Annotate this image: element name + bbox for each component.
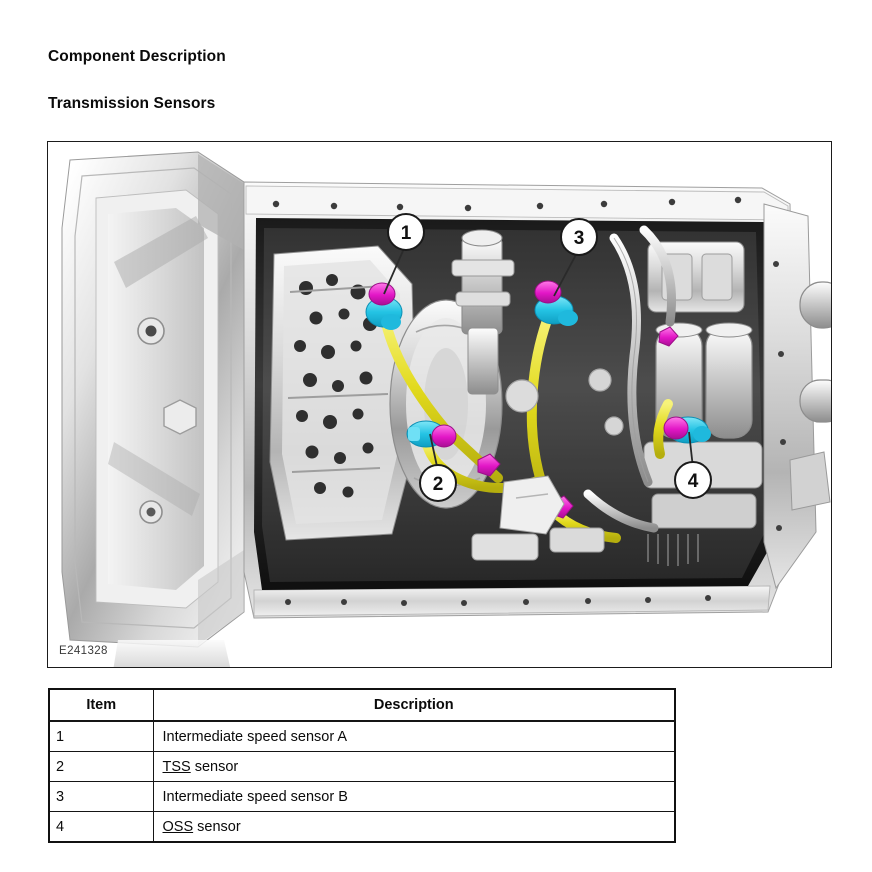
callout-2-label: 2 xyxy=(433,474,444,495)
callout-4: 4 xyxy=(674,431,712,499)
column-header-item: Item xyxy=(48,688,154,722)
row-description: Intermediate speed sensor B xyxy=(152,781,676,812)
table-row: 3 Intermediate speed sensor B xyxy=(48,781,676,812)
row-description: TSS sensor xyxy=(152,751,676,782)
housing-bolt-holes xyxy=(773,261,786,531)
row-item-number: 4 xyxy=(48,811,154,843)
row-description: OSS sensor xyxy=(152,811,676,843)
parts-table-body: 1 Intermediate speed sensor A 2 TSS sens… xyxy=(48,720,676,843)
row-item-number: 3 xyxy=(48,781,154,812)
row-description-text: sensor xyxy=(193,818,241,835)
transmission-diagram-svg: 1 2 3 4 xyxy=(48,142,831,667)
row-description-text: Intermediate speed sensor B xyxy=(162,788,348,805)
section-title: Transmission Sensors xyxy=(48,95,216,112)
bell-housing xyxy=(61,151,245,667)
transmission-diagram-figure: 1 2 3 4 E241328 xyxy=(47,141,832,668)
sensor-oss xyxy=(663,416,711,444)
row-description: Intermediate speed sensor A xyxy=(152,720,676,752)
table-row: 2 TSS sensor xyxy=(48,751,676,782)
callout-4-label: 4 xyxy=(688,471,699,492)
column-header-description: Description xyxy=(152,688,676,722)
row-description-text: sensor xyxy=(190,758,239,775)
figure-caption: E241328 xyxy=(59,645,108,657)
ribbed-band xyxy=(647,534,699,566)
sensor-intermediate-b xyxy=(534,280,578,326)
pump-tower xyxy=(451,229,515,395)
parts-table-container: Item Description 1 Intermediate speed se… xyxy=(48,688,676,843)
row-description-text: Intermediate speed sensor A xyxy=(162,728,348,745)
page-title: Component Description xyxy=(48,48,226,65)
table-header-row: Item Description xyxy=(48,688,676,722)
table-row: 4 OSS sensor xyxy=(48,811,676,843)
callout-3-label: 3 xyxy=(574,228,585,249)
sensor-intermediate-a xyxy=(365,282,403,330)
row-item-number: 1 xyxy=(48,720,154,752)
acronym-link[interactable]: OSS xyxy=(162,818,194,835)
valve-body-ports xyxy=(294,274,377,498)
parts-table: Item Description 1 Intermediate speed se… xyxy=(48,688,676,843)
callout-3: 3 xyxy=(553,218,598,297)
acronym-link[interactable]: TSS xyxy=(162,758,191,775)
row-item-number: 2 xyxy=(48,751,154,782)
callout-1-label: 1 xyxy=(401,223,412,244)
callout-1: 1 xyxy=(383,213,425,295)
sensor-tss xyxy=(406,420,457,448)
oil-tube-outlines xyxy=(613,237,649,483)
rear-extension-housing xyxy=(763,203,831,590)
pan-bolt-holes xyxy=(285,595,711,606)
flange-bolt-holes xyxy=(272,196,742,212)
callout-2: 2 xyxy=(419,433,457,502)
interior-detail xyxy=(471,368,624,561)
table-row: 1 Intermediate speed sensor A xyxy=(48,720,676,752)
